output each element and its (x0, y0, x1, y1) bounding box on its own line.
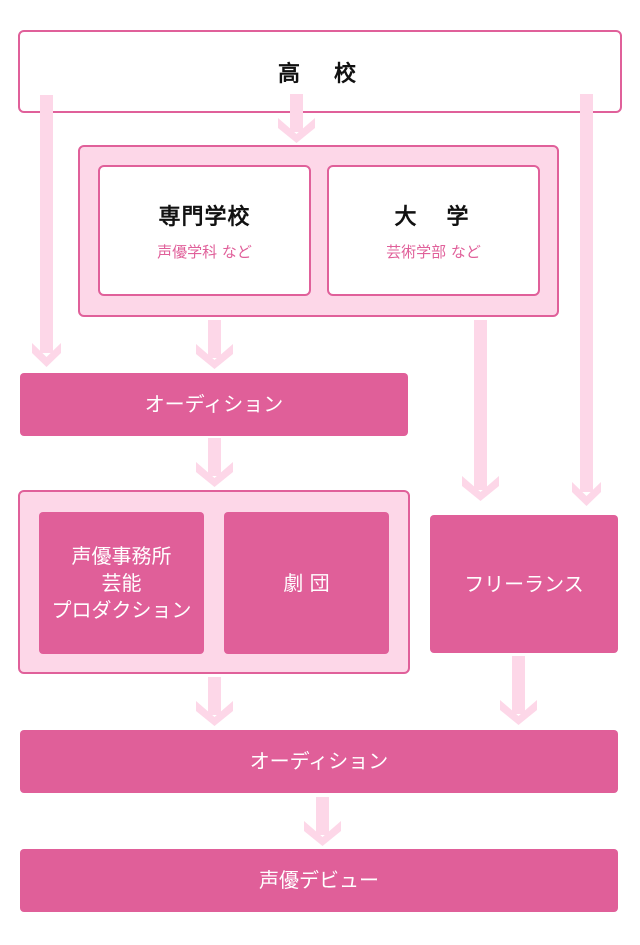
node-audition-2: オーディション (20, 730, 618, 793)
node-vocational-school: 専門学校 声優学科 など (98, 165, 311, 296)
node-university: 大 学 芸術学部 など (327, 165, 540, 296)
debut-label: 声優デビュー (259, 868, 379, 892)
arrow-audition-to-debut (304, 797, 341, 846)
arrow-audition-to-agencies (196, 438, 233, 487)
high-school-label: 高 校 (277, 61, 362, 87)
node-theater-company: 劇 団 (224, 512, 389, 654)
freelance-label: フリーランス (464, 571, 584, 596)
node-freelance: フリーランス (430, 515, 618, 653)
agency-line-1: 声優事務所 (71, 543, 172, 568)
arrow-highschool-to-schools (278, 94, 315, 143)
arrow-agencies-to-audition (196, 677, 233, 726)
node-agency: 声優事務所 芸能 プロダクション (39, 512, 204, 654)
arrow-university-to-freelance (462, 320, 499, 501)
agency-line-2: 芸能 (101, 570, 142, 595)
university-title: 大 学 (394, 205, 473, 230)
university-subtitle: 芸術学部 など (386, 243, 481, 261)
arrow-schools-to-audition (196, 320, 233, 369)
arrow-freelance-to-audition (500, 656, 537, 725)
audition-2-label: オーディション (249, 749, 389, 773)
vocational-school-subtitle: 声優学科 など (157, 243, 252, 261)
audition-1-label: オーディション (144, 392, 284, 416)
node-audition-1: オーディション (20, 373, 408, 436)
theater-company-label: 劇 団 (283, 570, 330, 595)
arrow-highschool-to-freelance (572, 94, 601, 506)
node-debut: 声優デビュー (20, 849, 618, 912)
node-high-school: 高 校 (18, 30, 622, 113)
vocational-school-title: 専門学校 (158, 205, 251, 230)
agency-line-3: プロダクション (51, 597, 192, 622)
arrow-highschool-to-audition (32, 95, 61, 367)
